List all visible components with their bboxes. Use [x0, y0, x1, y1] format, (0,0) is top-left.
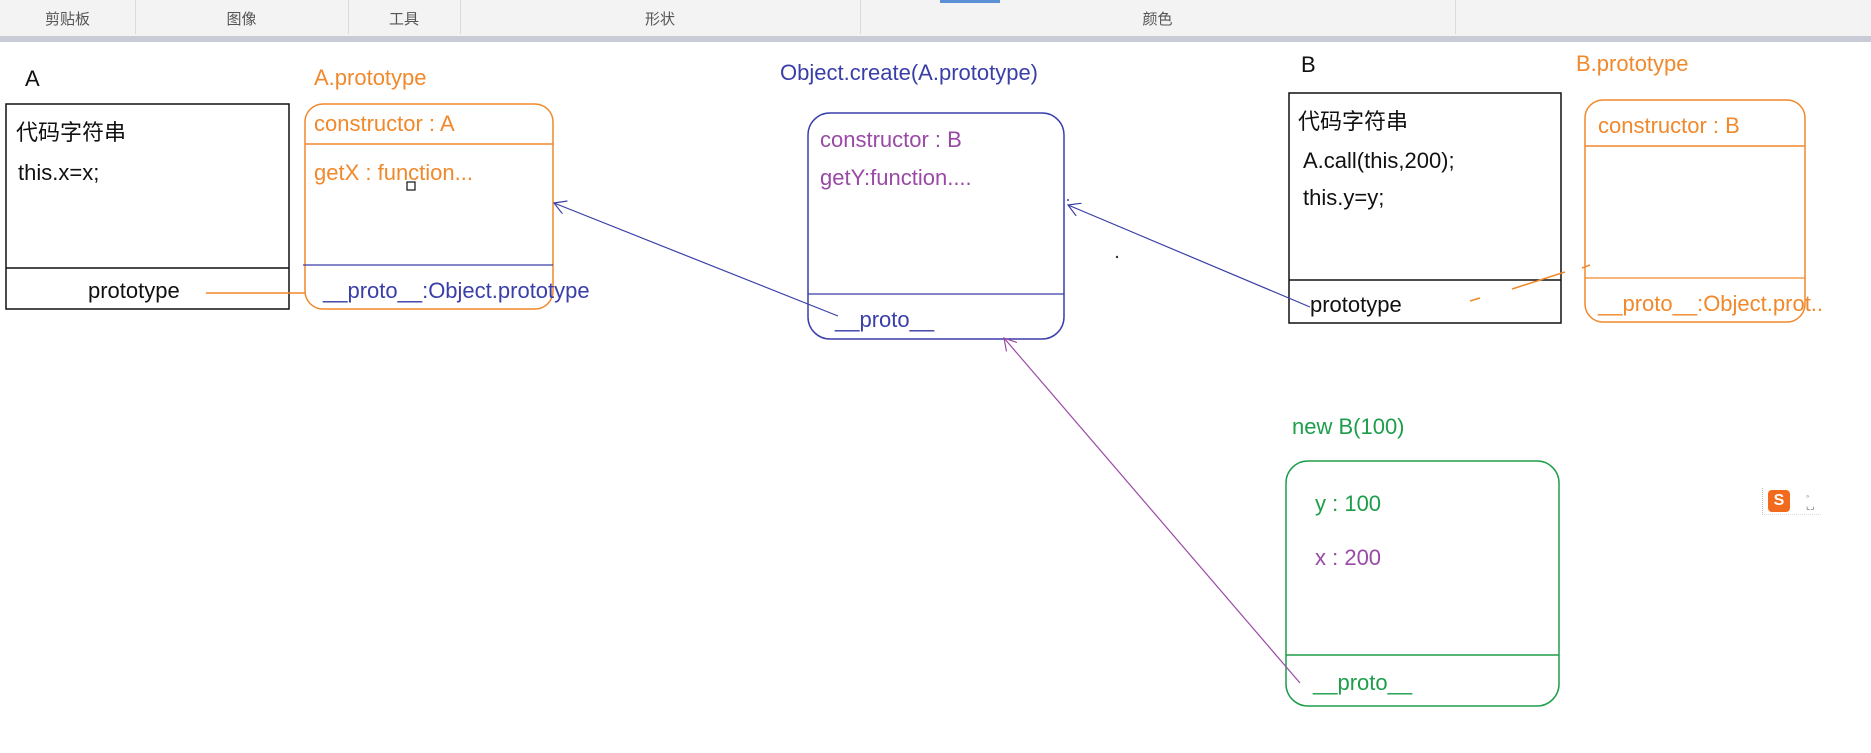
ribbon-group-image[interactable]: 图像 — [135, 0, 349, 34]
constructor-b-code-line-1: A.call(this,200); — [1303, 148, 1455, 173]
constructor-b-code-label: 代码字符串 — [1298, 109, 1409, 134]
ribbon-group-shapes[interactable]: 形状 — [460, 0, 861, 34]
constructor-b-prototype-field: prototype — [1310, 292, 1402, 317]
b-prototype-title: B.prototype — [1576, 51, 1689, 76]
b-prototype-arrow — [1068, 205, 1311, 308]
a-prototype-constructor: constructor : A — [314, 111, 455, 136]
a-prototype-title: A.prototype — [314, 65, 427, 90]
proto-arrow-to-a-prototype — [554, 203, 839, 317]
instance-proto-field: __proto__ — [1313, 670, 1413, 695]
instance-proto-arrow — [1004, 338, 1301, 684]
dots-icon[interactable]: ◦⌞⌟ — [1806, 491, 1815, 511]
object-create-proto-field: __proto__ — [835, 307, 935, 332]
stray-dot — [1067, 199, 1069, 201]
object-create-box — [807, 112, 1065, 340]
instance-y-property: y : 100 — [1315, 491, 1382, 516]
object-create-constructor: constructor : B — [820, 127, 962, 152]
constructor-a-title: A — [25, 66, 40, 91]
constructor-a-prototype-field: prototype — [88, 278, 180, 303]
constructor-a-code-label: 代码字符串 — [16, 120, 127, 145]
instance-title: new B(100) — [1292, 414, 1405, 439]
ribbon-group-tools[interactable]: 工具 — [348, 0, 461, 34]
ribbon-toolbar: 剪贴板 图像 工具 形状 颜色 — [0, 0, 1871, 42]
a-prototype-method: getX : function... — [314, 160, 473, 185]
ribbon-active-indicator — [940, 0, 1000, 3]
constructor-b-title: B — [1301, 52, 1316, 77]
b-prototype-box — [1584, 99, 1806, 323]
stray-dot — [1115, 255, 1119, 259]
ribbon-group-colors[interactable]: 颜色 — [860, 0, 1456, 34]
instance-x-property: x : 200 — [1315, 545, 1382, 570]
cursor-marker — [406, 181, 416, 191]
b-prototype-proto-field: __proto__:Object.prot.. — [1598, 291, 1824, 316]
s-logo-icon[interactable]: S — [1768, 490, 1790, 512]
b-prototype-connector — [1469, 264, 1591, 302]
object-create-title: Object.create(A.prototype) — [780, 60, 1039, 85]
constructor-a-box — [5, 103, 290, 310]
object-create-method: getY:function.... — [820, 165, 972, 190]
constructor-a-code-line: this.x=x; — [18, 160, 100, 185]
b-prototype-constructor: constructor : B — [1598, 113, 1740, 138]
instance-box — [1285, 460, 1560, 707]
ribbon-group-clipboard[interactable]: 剪贴板 — [0, 0, 136, 34]
a-prototype-proto-field: __proto__:Object.prototype — [323, 278, 590, 303]
constructor-b-box — [1288, 92, 1562, 324]
widget-outline — [1762, 488, 1821, 515]
constructor-b-code-line-2: this.y=y; — [1303, 185, 1385, 210]
